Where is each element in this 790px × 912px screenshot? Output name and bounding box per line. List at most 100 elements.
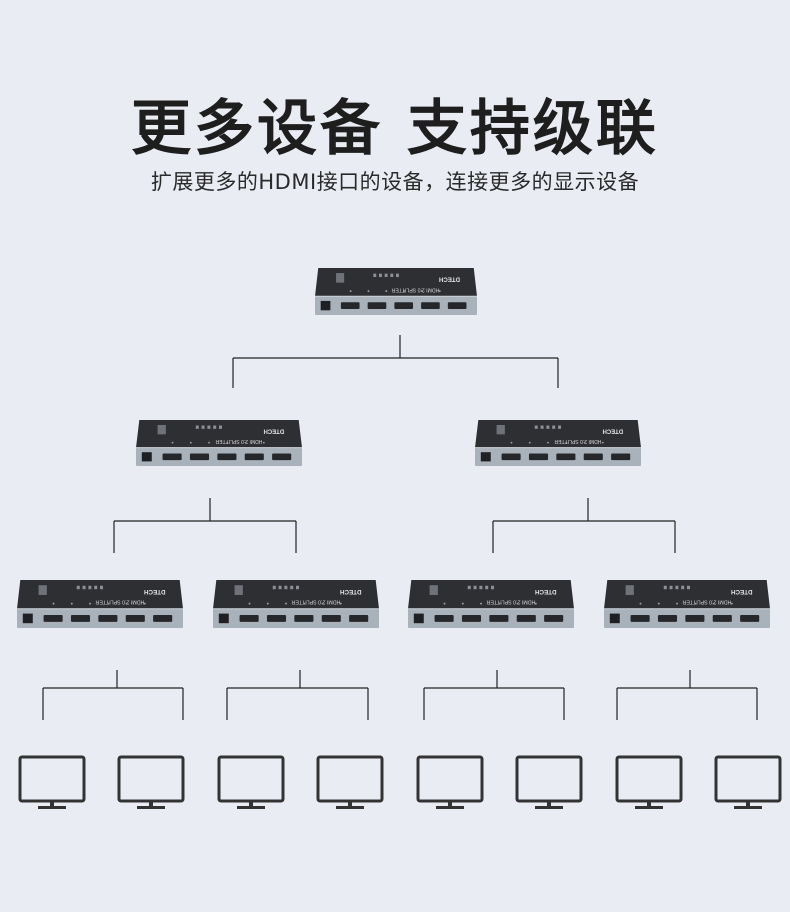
splitter-power-port: [413, 613, 424, 624]
splitter-brand-text: DTECH: [439, 276, 460, 283]
monitor-screen: [416, 755, 484, 803]
monitor-neck: [50, 801, 54, 807]
splitter-dot: [443, 602, 446, 605]
monitor-screen: [316, 755, 384, 803]
monitor-icon: [117, 755, 185, 809]
splitter-dot: [367, 290, 370, 293]
splitter-led: [479, 585, 483, 590]
splitter-dot: [244, 441, 247, 444]
hdmi-port: [583, 453, 603, 461]
splitter-led: [669, 585, 673, 590]
hdmi-port: [153, 614, 173, 622]
splitter-led: [546, 425, 550, 429]
hdmi-port: [461, 614, 482, 622]
splitter-dot: [303, 602, 306, 605]
splitter-led: [272, 585, 276, 590]
splitter-brand-text: DTECH: [263, 427, 284, 433]
splitter-dot: [676, 602, 678, 605]
monitor-base: [137, 806, 165, 809]
hdmi-port: [217, 453, 237, 461]
hdmi-port: [528, 453, 549, 461]
hdmi-port: [43, 614, 63, 622]
splitter-dot: [534, 602, 537, 605]
splitter-dot: [385, 290, 388, 293]
splitter-brand-text: DTECH: [731, 588, 753, 595]
splitter-model-text: HDMI 2.0 SPLITTER: [554, 438, 601, 444]
splitter-dot: [712, 602, 715, 605]
splitter-top-panel: [408, 580, 574, 609]
splitter-led: [384, 273, 388, 278]
splitter-led: [534, 425, 538, 429]
monitor-icon: [416, 755, 484, 809]
connector-branch: [42, 670, 184, 720]
hdmi-port: [685, 614, 705, 622]
splitter-led: [207, 425, 211, 429]
splitter-dot: [601, 441, 604, 444]
splitter-led: [213, 425, 217, 429]
splitter-power-port: [22, 613, 33, 624]
splitter-dot: [349, 290, 352, 293]
splitter-top-panel: [315, 268, 477, 297]
splitter-led: [663, 585, 667, 590]
hdmi-port: [421, 302, 440, 309]
splitter-led: [675, 585, 679, 590]
splitter-dot: [321, 602, 324, 605]
splitter-dot: [208, 441, 210, 444]
splitter-dot: [403, 290, 406, 293]
splitter-top-panel: [17, 580, 183, 609]
page-title: 更多设备 支持级联: [131, 94, 659, 164]
connector-branch: [226, 670, 369, 720]
splitter-brand-text: DTECH: [602, 427, 623, 433]
hdmi-port: [239, 614, 259, 622]
splitter-led: [76, 585, 80, 590]
splitter-led: [278, 585, 282, 590]
hdmi-port: [70, 614, 91, 622]
hdmi-port: [125, 614, 145, 622]
splitter-led: [82, 585, 86, 590]
hdmi-port: [657, 614, 678, 622]
connector-branch: [232, 335, 559, 388]
splitter-led: [378, 273, 382, 278]
splitter-dot: [420, 290, 423, 293]
splitter-dot: [262, 441, 265, 444]
monitor-neck: [249, 801, 253, 807]
splitter-led: [396, 273, 399, 278]
monitor-neck: [149, 801, 153, 807]
hdmi-port: [630, 614, 650, 622]
splitter-dot: [189, 441, 192, 444]
splitter-dot: [480, 602, 483, 605]
splitter-led: [390, 273, 394, 278]
monitor-icon: [316, 755, 384, 809]
splitter-dot: [226, 441, 229, 444]
monitor-icon: [714, 755, 782, 809]
splitter-dot: [639, 602, 642, 605]
monitor-screen: [714, 755, 782, 803]
monitor-base: [38, 806, 66, 809]
splitter-led: [552, 425, 556, 429]
monitor-neck: [547, 801, 551, 807]
monitor-icon: [515, 755, 583, 809]
splitter-sticker: [38, 585, 47, 595]
splitter-dot: [89, 602, 91, 605]
splitter-power-port: [480, 452, 491, 462]
hdmi-port: [740, 614, 760, 622]
monitor-base: [237, 806, 265, 809]
splitter-led: [284, 585, 288, 590]
splitter-dot: [266, 602, 269, 605]
splitter-sticker: [429, 585, 438, 595]
splitter-model-text: HDMI 2.0 SPLITTER: [391, 286, 439, 292]
splitter-model-text: HDMI 2.0 SPLITTER: [95, 599, 144, 605]
splitter-led: [558, 425, 561, 429]
connector-branch: [423, 670, 565, 720]
hdmi-port: [349, 614, 369, 622]
monitor-base: [436, 806, 464, 809]
monitor-neck: [746, 801, 750, 807]
connector-branch: [113, 498, 297, 553]
splitter-model-text: HDMI 2.0 SPLITTER: [291, 599, 340, 605]
monitor-base: [336, 806, 364, 809]
